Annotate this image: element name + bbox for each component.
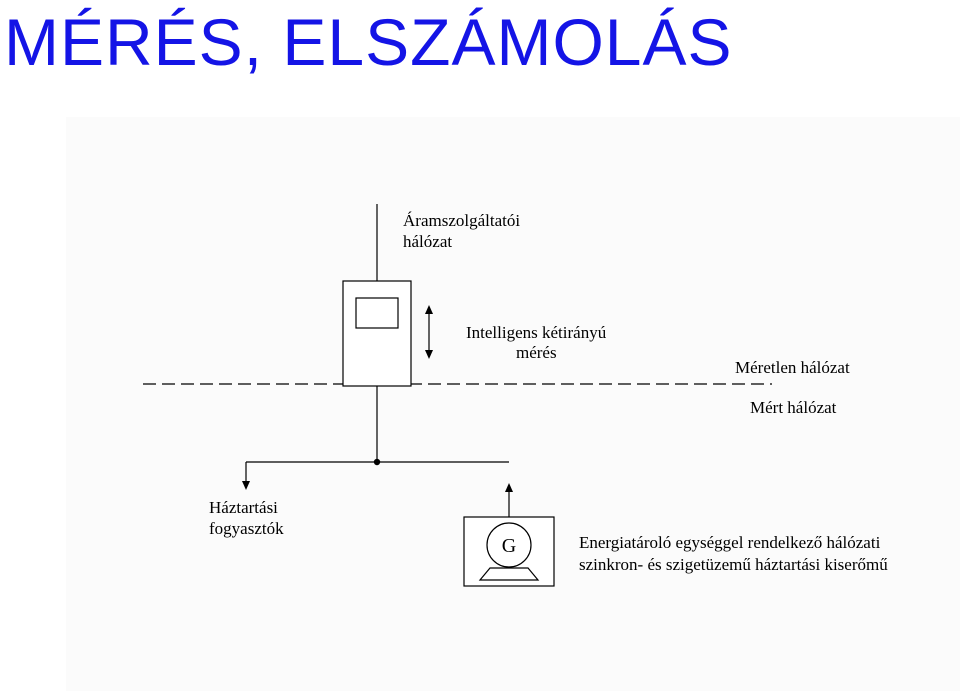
junction-node: [373, 458, 381, 466]
generator-icon: G: [463, 516, 555, 587]
storage-label-line1: Energiatároló egységgel rendelkező hálóz…: [579, 533, 881, 552]
grid-label-line1: Áramszolgáltatói: [403, 211, 520, 230]
diagram-panel: [66, 117, 960, 691]
household-feed-arrow: [242, 462, 250, 490]
meter-label-line2: mérés: [516, 343, 557, 362]
double-arrow-icon: [425, 305, 433, 359]
meter-label-line1: Intelligens kétirányú: [466, 323, 607, 342]
household-label-line2: fogyasztók: [209, 519, 284, 538]
energy-meter-icon: [342, 280, 412, 387]
unmetered-network-label: Méretlen hálózat: [735, 358, 850, 377]
metered-network-label: Mért hálózat: [750, 398, 837, 417]
generator-feed-arrow: [505, 483, 513, 517]
household-label-line1: Háztartási: [209, 498, 278, 517]
grid-label-line2: hálózat: [403, 232, 452, 251]
page-title: MÉRÉS, ELSZÁMOLÁS: [4, 5, 733, 79]
generator-symbol: G: [502, 535, 516, 557]
storage-label-line2: szinkron- és szigetüzemű háztartási kise…: [579, 555, 888, 574]
